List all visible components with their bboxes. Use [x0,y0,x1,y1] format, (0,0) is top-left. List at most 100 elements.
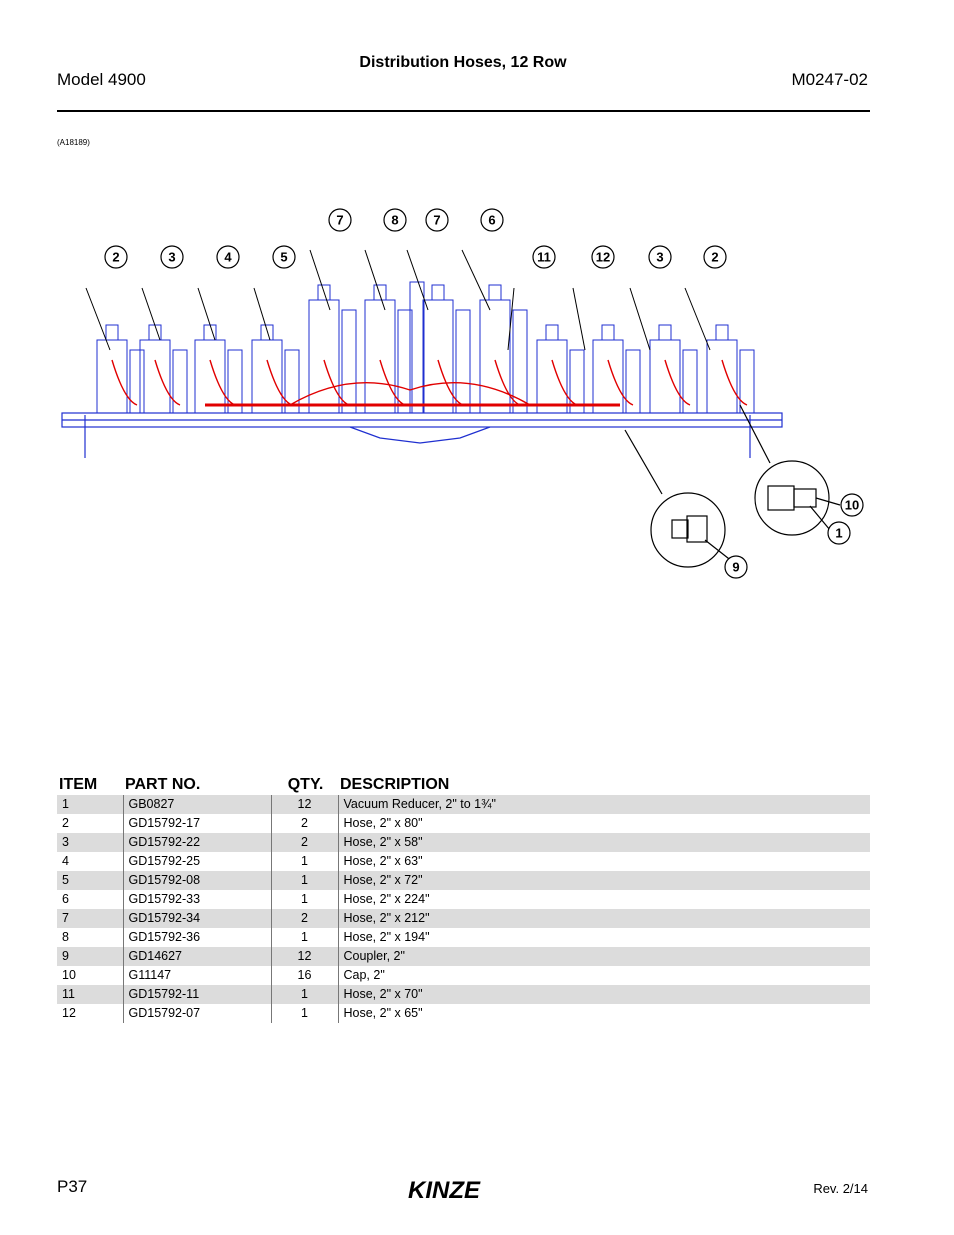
cell-description: Hose, 2" x 80" [337,814,870,833]
row-unit [536,339,568,414]
leader-line [364,249,386,311]
table-header-row: ITEM PART NO. QTY. DESCRIPTION [57,776,870,795]
seed-hopper [341,309,357,414]
cell-item: 5 [57,871,123,890]
callout-bubble [591,245,615,269]
callout-bubble [532,245,556,269]
leader-lines [85,249,711,351]
seed-meter [715,324,729,341]
cell-item: 10 [62,968,76,982]
cell-item: 3 [57,833,123,852]
header-doc-number: M0247-02 [791,70,868,89]
detail-circle-10 [754,460,830,536]
cell-item: 1 [57,795,123,814]
coupler-end [671,519,689,539]
cap-end [793,488,817,508]
reducer-body [767,485,795,511]
detail-leader-9 [624,429,663,495]
cell-part-no: GD15792-08 [122,871,271,890]
cell-item: 4 [62,854,69,868]
seed-hopper [682,349,698,414]
seed-hopper [284,349,300,414]
cell-description: Vacuum Reducer, 2" to 1¾" [337,795,870,814]
row-unit [308,299,340,414]
cell-part-no: GD15792-25 [122,852,271,871]
header-qty: QTY. [287,776,324,793]
cell-description: Hose, 2" x 70" [337,985,870,1004]
callout-bubble [648,245,672,269]
row-units [96,281,755,414]
callout-bubble [703,245,727,269]
callout-label: 7 [336,213,343,228]
distribution-hoses [111,359,748,407]
cell-description: Cap, 2" [337,966,870,985]
cell-item: 6 [62,892,69,906]
seed-hopper [129,349,145,414]
hose-drop [607,359,634,406]
callout-label: 4 [224,250,232,265]
header-description: DESCRIPTION [340,776,450,793]
leader-line [461,249,491,311]
row-unit [649,339,681,414]
callout-label: 10 [845,498,859,513]
callout-label: 1 [835,526,842,541]
cell-qty: 1 [270,890,338,909]
row-unit [479,299,511,414]
header-part-no: PART NO. [125,776,201,793]
callout-bubble [272,245,296,269]
cell-qty: 1 [270,1004,338,1023]
callout-label: 3 [168,250,175,265]
hose-drop [266,359,293,406]
seed-meter [545,324,559,341]
detail-leader-10 [739,404,771,464]
cell-part-no: GD15792-34 [122,909,271,928]
seed-hopper [227,349,243,414]
hitch-tongue [349,426,491,444]
cell-qty: 12 [270,795,338,814]
cell-qty: 2 [270,909,338,928]
cell-description: Hose, 2" x 58" [337,833,870,852]
leader-line [629,287,651,351]
callout-label: 12 [596,250,610,265]
row-unit [364,299,396,414]
callout-bubble [104,245,128,269]
seed-hopper [512,309,528,414]
svg-text:KINZE: KINZE [408,1177,481,1204]
leader-line [253,287,271,341]
leader-line [141,287,161,341]
cell-item: 11 [57,985,123,1004]
cell-description: Hose, 2" x 212" [337,909,870,928]
fan-stack [409,281,425,414]
seed-hopper [455,309,471,414]
callout-bubble [328,208,352,232]
seed-meter [658,324,672,341]
row-unit [251,339,283,414]
callout-label: 6 [488,213,495,228]
leader-line [85,287,111,351]
leader-line [572,287,586,351]
hose-drop [154,359,181,406]
cell-description: Hose, 2" x 65" [337,1004,870,1023]
callout-bubble [480,208,504,232]
callout-label: 7 [433,213,440,228]
leader-line [309,249,331,311]
row-unit [194,339,226,414]
callout-bubble [840,493,864,517]
callout-label: 3 [656,250,663,265]
seed-hopper [625,349,641,414]
cell-part-no: GD15792-36 [122,928,271,947]
leader-line [507,287,515,351]
cell-item: 8 [62,930,69,944]
row-unit [422,299,454,414]
cell-description: Hose, 2" x 194" [337,928,870,947]
cell-part-no: GD14627 [122,947,271,966]
callout-bubble [827,521,851,545]
